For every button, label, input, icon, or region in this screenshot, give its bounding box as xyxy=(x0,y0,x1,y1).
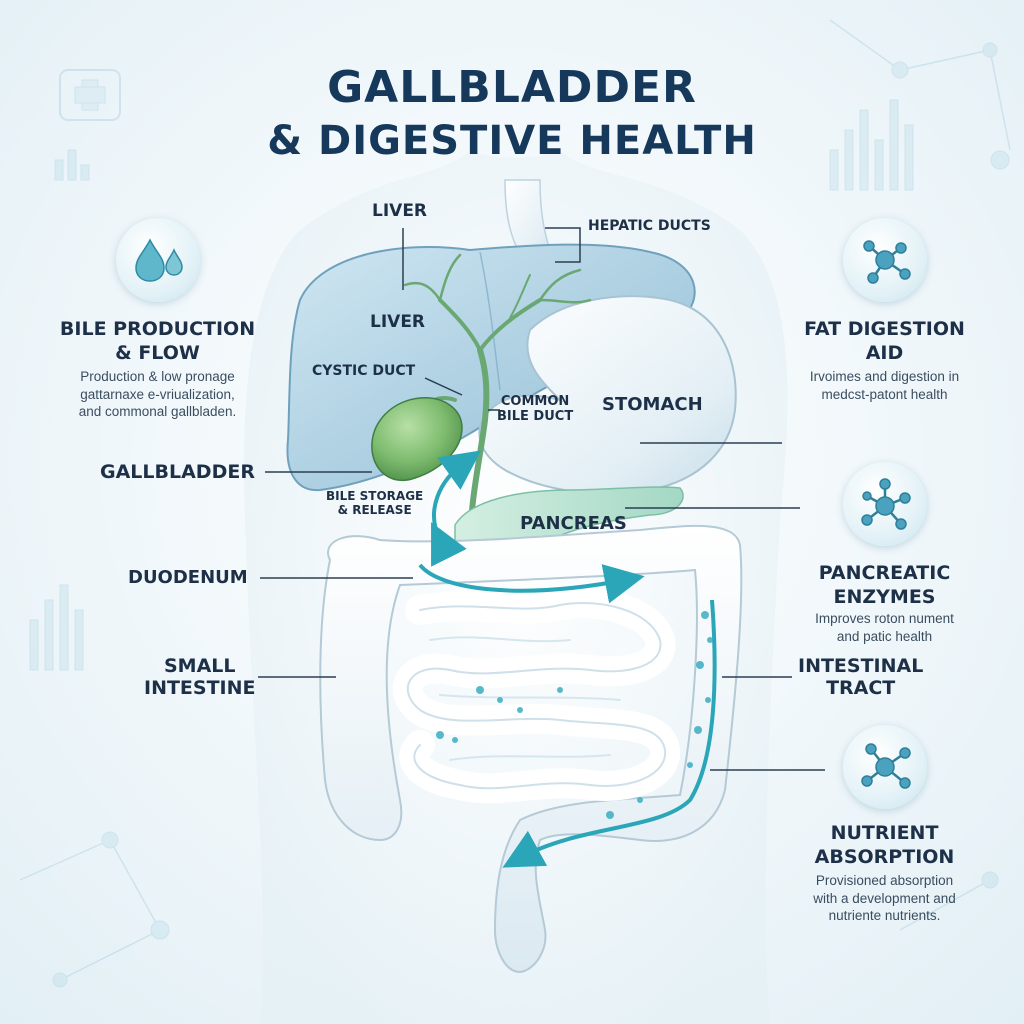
pancreatic-enzymes-heading: PANCREATIC ENZYMES xyxy=(818,562,951,608)
label-gallbladder: GALLBLADDER xyxy=(100,461,255,483)
label-stomach: STOMACH xyxy=(602,394,703,415)
fat-digestion-heading: FAT DIGESTION AID xyxy=(804,318,965,364)
molecule-icon xyxy=(843,462,927,546)
label-small-intestine: SMALL INTESTINE xyxy=(144,655,256,699)
molecule-icon xyxy=(843,725,927,809)
label-cystic-duct: CYSTIC DUCT xyxy=(312,363,416,379)
large-intestine xyxy=(319,524,743,974)
bile-production-heading: BILE PRODUCTION & FLOW xyxy=(59,318,256,364)
water-drops-icon xyxy=(116,218,200,302)
page-title: GALLBLADDER xyxy=(327,62,697,113)
label-liver-inner: LIVER xyxy=(370,312,426,332)
fat-digestion-description: Irvoimes and digestion in medcst-patont … xyxy=(809,369,960,402)
label-pancreas: PANCREAS xyxy=(520,513,627,534)
nutrient-absorption-description: Provisioned absorption with a developmen… xyxy=(813,873,956,924)
background-decoration xyxy=(19,19,1011,988)
pancreatic-enzymes-description: Improves roton nument and patic health xyxy=(815,611,954,644)
label-hepatic-ducts: HEPATIC DUCTS xyxy=(588,218,711,234)
molecule-icon xyxy=(843,218,927,302)
intestinal-flow-arrow xyxy=(502,599,717,868)
label-duodenum: DUODENUM xyxy=(128,567,248,588)
label-common-bile-duct: COMMON BILE DUCT xyxy=(497,394,574,424)
bile-release-arrow xyxy=(431,450,482,567)
label-bile-storage: BILE STORAGE & RELEASE xyxy=(326,489,424,517)
nutrient-particles xyxy=(436,611,713,819)
small-intestine xyxy=(392,588,681,804)
bile-production-description: Production & low pronage gattarnaxe e-vr… xyxy=(78,369,237,420)
page-subtitle: & DIGESTIVE HEALTH xyxy=(267,118,757,164)
leader-lines xyxy=(258,227,825,771)
duodenum-flow-arrow xyxy=(418,563,645,604)
label-intestinal-tract: INTESTINAL TRACT xyxy=(798,655,924,699)
label-liver-top: LIVER xyxy=(372,201,428,221)
nutrient-absorption-heading: NUTRIENT ABSORPTION xyxy=(814,822,955,868)
